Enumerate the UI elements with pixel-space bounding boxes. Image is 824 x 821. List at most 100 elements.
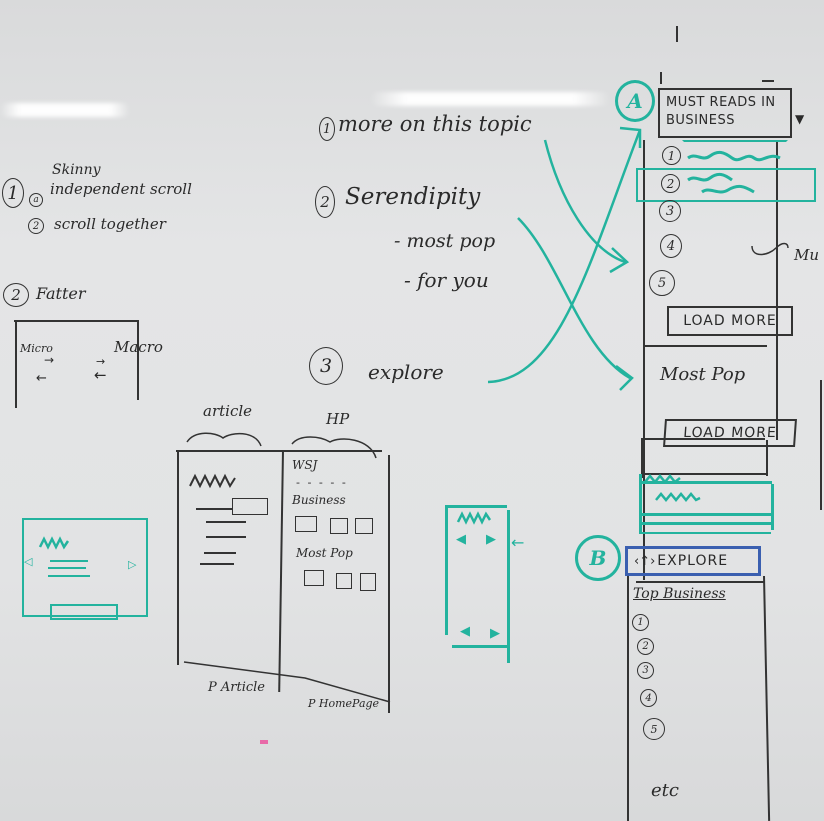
- independent-scroll-label: independent scroll: [50, 180, 192, 198]
- explore-column-left: [627, 576, 629, 821]
- load-more-button-1[interactable]: LOAD MORE: [667, 306, 793, 336]
- top-list-number-4: 4: [640, 689, 657, 707]
- top-list-number-5: 5: [643, 718, 665, 740]
- most-pop-heading: Most Pop: [660, 364, 746, 385]
- tick-mark: [676, 26, 678, 42]
- number-circle-a: a: [29, 193, 43, 207]
- hp-label: HP: [326, 410, 350, 428]
- wavy-headline-icon: [687, 150, 781, 162]
- teal-card-right: [771, 484, 774, 530]
- micro-label: Micro: [20, 342, 53, 355]
- list-number-2: 2: [661, 174, 680, 193]
- thumb-placeholder: [295, 516, 317, 532]
- for-you-bullet: - for you: [404, 268, 489, 292]
- top-list-number-2: 2: [637, 638, 654, 655]
- wide-card-footer-button: [50, 604, 118, 620]
- split-frame-bottom: [183, 661, 391, 703]
- explore-arrows-icon: ‹↑›: [634, 553, 656, 569]
- tall-card-left: [445, 508, 448, 635]
- teal-card-left: [639, 474, 642, 534]
- top-list-number-3: 3: [637, 662, 654, 679]
- triangle-left-icon: ◀: [456, 532, 466, 547]
- text-line: [50, 560, 88, 562]
- wavy-headline-icon: [687, 172, 755, 194]
- dashed-divider: - - - - -: [296, 476, 348, 489]
- number-circle-2b: 2: [28, 218, 44, 234]
- thumb-placeholder: [355, 518, 373, 534]
- text-line: [206, 521, 246, 523]
- most-pop-bullet: - most pop: [394, 230, 496, 252]
- list-number-3: 3: [659, 200, 681, 222]
- image-placeholder: [232, 498, 268, 515]
- text-line: [196, 508, 232, 510]
- number-circle-1: 1: [319, 117, 335, 141]
- section-divider: [641, 438, 643, 478]
- must-reads-header: [658, 88, 792, 138]
- wavy-headline-icon: [456, 511, 492, 525]
- brace-article: [186, 432, 262, 447]
- serendipity-label: Serendipity: [345, 184, 481, 210]
- arrow-right-icon: →: [44, 353, 55, 367]
- hp-section-business: Business: [292, 493, 346, 507]
- fatter-box-right: [137, 320, 139, 400]
- split-frame-top: [176, 450, 382, 452]
- explore-header-divider: [636, 581, 764, 583]
- article-label: article: [203, 402, 253, 420]
- hp-section-most-pop: Most Pop: [296, 546, 353, 560]
- tall-card-bottom: [452, 645, 508, 648]
- side-frame-edge: [820, 380, 822, 510]
- wavy-headline-icon: [644, 474, 681, 484]
- arrow-right-icon: →: [96, 355, 106, 368]
- pink-mark: [260, 740, 268, 744]
- dropdown-triangle-icon[interactable]: ▼: [795, 112, 805, 126]
- p-article-label: P Article: [208, 680, 265, 695]
- teal-card-divider: [641, 513, 771, 516]
- load-more-button-2[interactable]: LOAD MORE: [663, 419, 797, 447]
- corner-mark: [762, 80, 774, 82]
- explore-header[interactable]: ‹↑› EXPLORE: [625, 546, 761, 576]
- thumb-placeholder: [330, 518, 348, 534]
- fatter-box-top: [14, 320, 138, 322]
- hp-section-wsj: WSJ: [292, 458, 318, 472]
- list-number-1: 1: [662, 146, 681, 165]
- fatter-label: Fatter: [36, 284, 86, 303]
- macro-label: Macro: [114, 338, 163, 356]
- teal-card-top: [639, 481, 772, 484]
- list-number-5: 5: [649, 270, 675, 296]
- section-divider: [643, 473, 767, 475]
- skinny-label: Skinny: [52, 162, 101, 178]
- split-frame-right: [388, 455, 390, 713]
- thumb-placeholder: [304, 570, 324, 586]
- text-line: [206, 536, 246, 538]
- text-line: [200, 563, 234, 565]
- section-divider: [643, 345, 767, 347]
- top-list-number-1: 1: [632, 614, 649, 631]
- section-divider: [643, 438, 765, 440]
- number-circle-2: 2: [3, 283, 29, 307]
- fatter-box-left: [15, 322, 17, 408]
- triangle-left-icon: ◁: [24, 555, 33, 568]
- triangle-right-icon: ▷: [128, 558, 137, 571]
- top-business-heading: Top Business: [633, 586, 726, 602]
- list-number-4: 4: [660, 234, 682, 258]
- side-note-text: Mu: [794, 246, 820, 264]
- marker-a: A: [615, 80, 655, 122]
- section-divider: [766, 440, 768, 476]
- highlight-item-1: [682, 140, 788, 168]
- tall-card-right: [507, 510, 510, 663]
- text-line: [48, 567, 86, 569]
- column-right-border: [776, 140, 778, 440]
- number-circle-1: 1: [2, 178, 24, 208]
- triangle-left-icon: ◀: [460, 624, 470, 639]
- thumb-placeholder: [336, 573, 352, 589]
- wavy-headline-icon: [189, 473, 236, 489]
- triangle-right-icon: ▶: [490, 626, 500, 641]
- teal-card-divider: [641, 522, 771, 525]
- split-frame-left: [177, 450, 179, 665]
- etc-label: etc: [651, 780, 679, 801]
- light-glare-right: [370, 92, 610, 106]
- number-circle-3: 3: [309, 347, 343, 385]
- wavy-headline-icon: [655, 492, 701, 502]
- explore-label: explore: [368, 360, 444, 384]
- light-glare-left: [0, 103, 130, 117]
